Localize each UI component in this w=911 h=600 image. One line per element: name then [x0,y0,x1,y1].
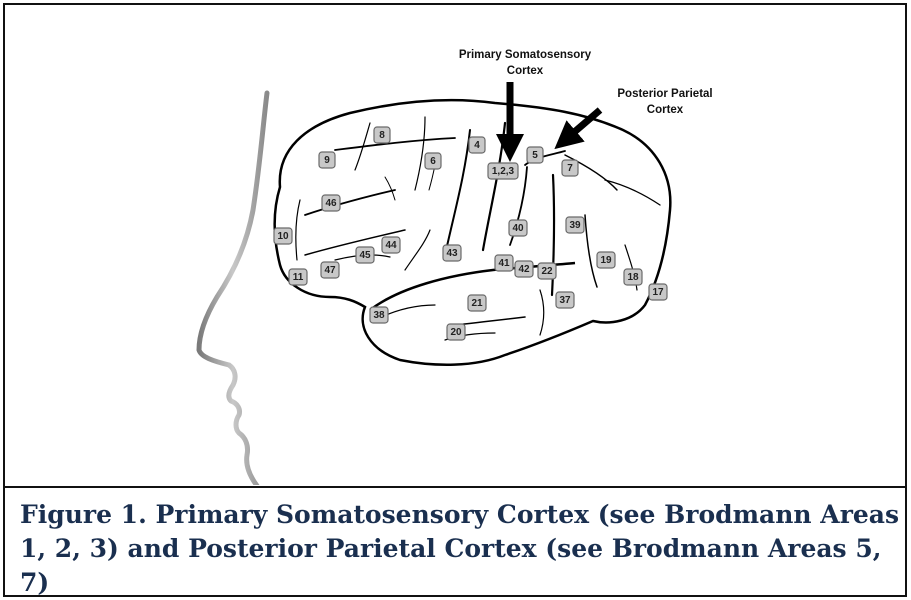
brodmann-area-badge: 4 [469,137,485,153]
brodmann-area-badge: 21 [468,295,486,311]
brodmann-area-label: 41 [498,258,510,269]
brodmann-area-label: 18 [627,272,639,283]
brodmann-area-badge: 9 [319,152,335,168]
brodmann-area-label: 38 [373,310,385,321]
posterior-parietal-label-line-2: Cortex [647,104,684,116]
brodmann-area-label: 11 [293,272,304,283]
brodmann-area-label: 43 [446,248,458,259]
figure-caption: Figure 1. Primary Somatosensory Cortex (… [20,498,900,600]
brodmann-area-label: 21 [471,298,483,309]
brodmann-area-badge: 5 [527,147,543,163]
caption-line-2: 1, 2, 3) and Posterior Parietal Cortex (… [20,532,900,600]
brodmann-area-badge: 46 [322,195,340,211]
brodmann-area-badge: 20 [447,324,465,340]
brodmann-area-label: 45 [359,250,371,261]
brodmann-area-label: 7 [567,163,573,174]
brodmann-area-badge: 44 [382,237,400,253]
brodmann-area-badge: 18 [624,269,642,285]
brodmann-area-badge: 10 [274,228,292,244]
brodmann-area-badge: 47 [321,262,339,278]
brodmann-area-badge: 11 [289,269,307,285]
brodmann-area-badge: 6 [425,153,441,169]
brodmann-area-badge: 39 [566,217,584,233]
brodmann-area-label: 47 [324,265,336,276]
brodmann-area-label: 46 [325,198,337,209]
brodmann-area-badge: 8 [374,127,390,143]
brodmann-area-badge: 22 [538,263,556,279]
brodmann-area-label: 22 [541,266,553,277]
brodmann-area-label: 6 [430,156,436,167]
brodmann-area-label: 17 [652,287,664,298]
face-profile [199,93,267,485]
brodmann-area-label: 9 [324,155,330,166]
brodmann-area-badge: 43 [443,245,461,261]
brodmann-area-badge: 37 [556,292,574,308]
brodmann-area-label: 19 [600,255,612,266]
brodmann-area-badge: 42 [515,261,533,277]
brodmann-area-label: 1,2,3 [492,166,515,177]
brodmann-area-label: 10 [277,231,289,242]
brodmann-area-label: 44 [385,240,397,251]
primary-somatosensory-label-line-2: Cortex [507,65,544,77]
brodmann-area-badge: 45 [356,247,374,263]
brodmann-area-badge: 41 [495,255,513,271]
brodmann-area-badge: 19 [597,252,615,268]
caption-line-1: Figure 1. Primary Somatosensory Cortex (… [20,498,900,532]
brodmann-area-badge: 17 [649,284,667,300]
brodmann-area-label: 5 [532,150,538,161]
brodmann-area-label: 20 [450,327,462,338]
brodmann-area-badge: 40 [509,220,527,236]
brain-diagram: Primary Somatosensory Cortex Posterior P… [5,5,905,485]
brodmann-area-label: 42 [518,264,530,275]
primary-somatosensory-label-line-1: Primary Somatosensory [459,49,592,61]
brodmann-area-badge: 7 [562,160,578,176]
caption-divider [3,486,907,488]
posterior-parietal-label-line-1: Posterior Parietal [617,88,712,100]
brodmann-area-badge: 1,2,3 [488,163,518,179]
brodmann-area-label: 37 [559,295,571,306]
brodmann-area-label: 4 [474,140,480,151]
brodmann-area-badge: 38 [370,307,388,323]
brodmann-area-label: 40 [512,223,524,234]
brodmann-area-label: 39 [569,220,581,231]
brodmann-area-label: 8 [379,130,385,141]
